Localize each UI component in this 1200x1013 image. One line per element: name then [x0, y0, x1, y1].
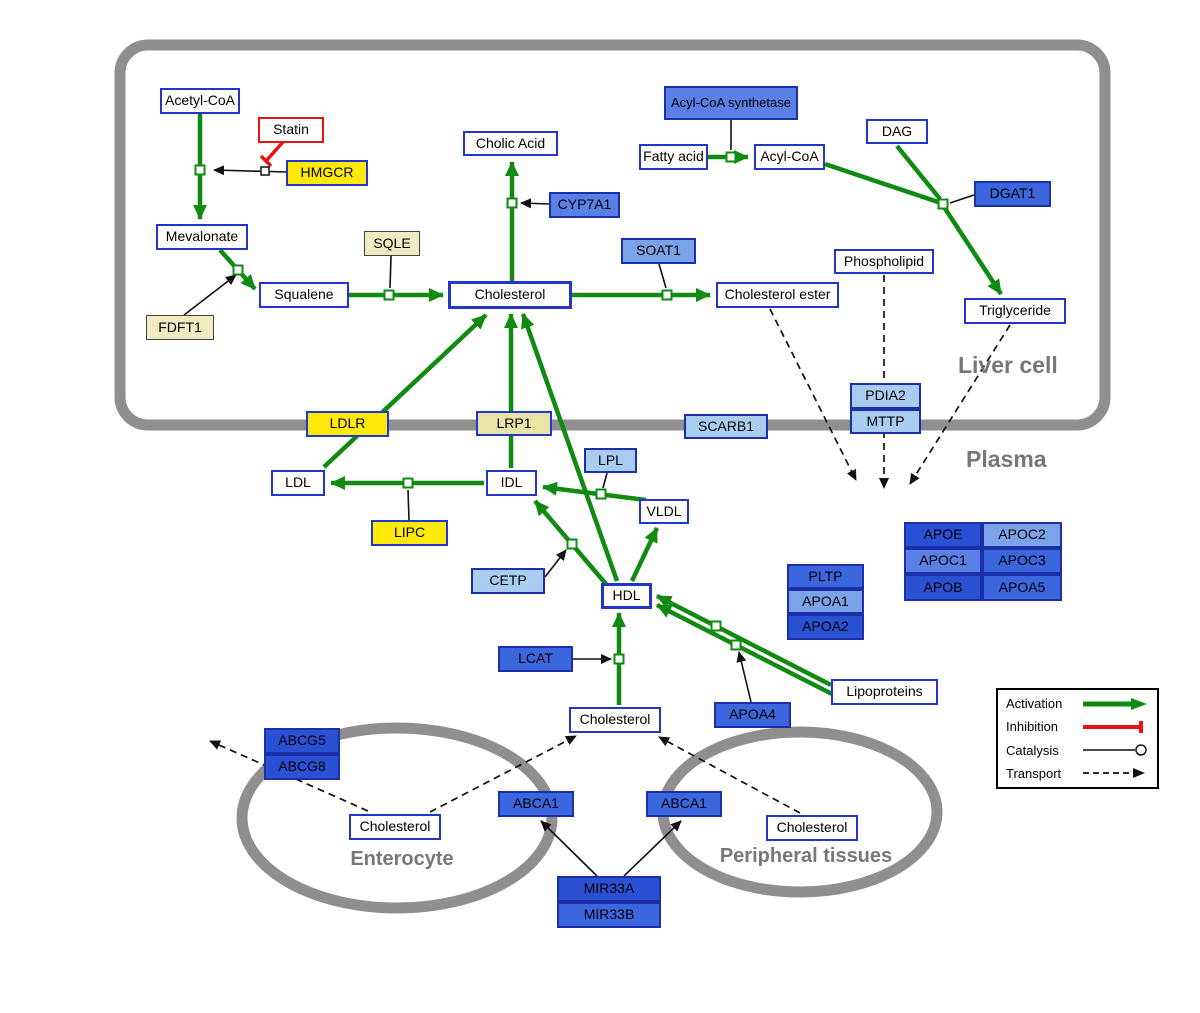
catalysis-edges — [183, 120, 975, 877]
node-idl[interactable]: IDL — [486, 470, 537, 496]
node-vldl[interactable]: VLDL — [639, 499, 689, 524]
liver-cell-label: Liver cell — [958, 352, 1058, 378]
legend-inhibition-label: Inhibition — [1006, 719, 1059, 735]
legend-activation-label: Activation — [1006, 696, 1063, 711]
legend-catalysis-label: Catalysis — [1006, 742, 1059, 758]
node-cyp7a1[interactable]: CYP7A1 — [549, 192, 620, 218]
node-acyl-coa-synthetase[interactable]: Acyl-CoA synthetase — [664, 86, 798, 120]
node-apoc3[interactable]: APOC3 — [982, 548, 1062, 574]
node-apoc2[interactable]: APOC2 — [982, 522, 1062, 548]
reaction-nodes — [194, 151, 949, 665]
node-acyl-coa[interactable]: Acyl-CoA — [754, 144, 825, 170]
node-apoc1[interactable]: APOC1 — [904, 548, 982, 574]
node-cholesterol-enterocyte[interactable]: Cholesterol — [349, 814, 441, 840]
node-apoe[interactable]: APOE — [904, 522, 982, 548]
legend-activation: Activation — [1006, 696, 1149, 711]
node-abca1-left[interactable]: ABCA1 — [498, 791, 574, 817]
node-ldlr[interactable]: LDLR — [306, 411, 389, 437]
plasma-label: Plasma — [966, 446, 1047, 472]
inhibition-bar-icon — [1083, 720, 1143, 733]
activation-edges — [193, 113, 1003, 705]
activation-arrow-icon — [1083, 697, 1147, 710]
node-sqle[interactable]: SQLE — [364, 231, 420, 256]
node-soat1[interactable]: SOAT1 — [621, 238, 696, 264]
node-mir33a[interactable]: MIR33A — [557, 876, 661, 902]
node-lcat[interactable]: LCAT — [498, 646, 573, 672]
node-statin[interactable]: Statin — [258, 117, 324, 143]
liver-cell-outline — [114, 39, 1111, 431]
compartment-outlines — [114, 39, 1111, 914]
node-apoa5[interactable]: APOA5 — [982, 574, 1062, 601]
node-apoa2[interactable]: APOA2 — [787, 614, 864, 640]
node-pltp[interactable]: PLTP — [787, 564, 864, 589]
node-cholesterol-liver[interactable]: Cholesterol — [448, 281, 572, 309]
node-hdl[interactable]: HDL — [601, 583, 652, 609]
node-cholic-acid[interactable]: Cholic Acid — [463, 131, 558, 156]
node-ldl[interactable]: LDL — [271, 470, 325, 496]
node-dag[interactable]: DAG — [866, 119, 928, 144]
inhibition-edge — [259, 140, 285, 168]
node-lpl[interactable]: LPL — [584, 448, 637, 473]
node-pdia2[interactable]: PDIA2 — [850, 383, 921, 409]
node-apoa1[interactable]: APOA1 — [787, 589, 864, 614]
node-fdft1[interactable]: FDFT1 — [146, 315, 214, 340]
node-lipc[interactable]: LIPC — [371, 520, 448, 546]
node-phospholipid[interactable]: Phospholipid — [834, 249, 934, 274]
node-scarb1[interactable]: SCARB1 — [684, 414, 768, 439]
node-cetp[interactable]: CETP — [471, 568, 545, 594]
node-mir33b[interactable]: MIR33B — [557, 902, 661, 928]
catalysis-circle-icon — [1083, 744, 1147, 756]
enterocyte-label: Enterocyte — [350, 848, 454, 870]
legend-inhibition: Inhibition — [1006, 719, 1149, 734]
node-hmgcr[interactable]: HMGCR — [286, 160, 368, 186]
node-dgat1[interactable]: DGAT1 — [974, 181, 1051, 207]
node-mevalonate[interactable]: Mevalonate — [156, 224, 248, 250]
node-lipoproteins[interactable]: Lipoproteins — [831, 679, 938, 705]
node-acetyl-coa[interactable]: Acetyl-CoA — [160, 88, 240, 114]
node-mttp[interactable]: MTTP — [850, 409, 921, 434]
transport-dashed-arrow-icon — [1083, 768, 1145, 779]
node-cholesterol-ester[interactable]: Cholesterol ester — [716, 282, 839, 308]
node-squalene[interactable]: Squalene — [259, 282, 349, 308]
node-apoa4[interactable]: APOA4 — [714, 702, 791, 728]
enterocyte-outline — [236, 722, 558, 914]
node-abca1-right[interactable]: ABCA1 — [646, 791, 722, 817]
node-lrp1[interactable]: LRP1 — [476, 411, 552, 436]
legend-catalysis: Catalysis — [1006, 743, 1149, 758]
node-apob[interactable]: APOB — [904, 574, 982, 601]
legend: Activation Inhibition Catalysis Transpor… — [996, 688, 1159, 789]
node-triglyceride[interactable]: Triglyceride — [964, 298, 1066, 324]
legend-transport: Transport — [1006, 766, 1149, 781]
node-cholesterol-plasma[interactable]: Cholesterol — [569, 707, 661, 733]
node-cholesterol-peripheral[interactable]: Cholesterol — [766, 815, 858, 841]
legend-transport-label: Transport — [1006, 765, 1062, 781]
node-fatty-acid[interactable]: Fatty acid — [639, 144, 708, 170]
peripheral-tissues-label: Peripheral tissues — [719, 845, 893, 867]
node-abcg5[interactable]: ABCG5 — [264, 728, 340, 754]
catalysis-anchor — [260, 166, 270, 176]
node-abcg8[interactable]: ABCG8 — [264, 754, 340, 780]
